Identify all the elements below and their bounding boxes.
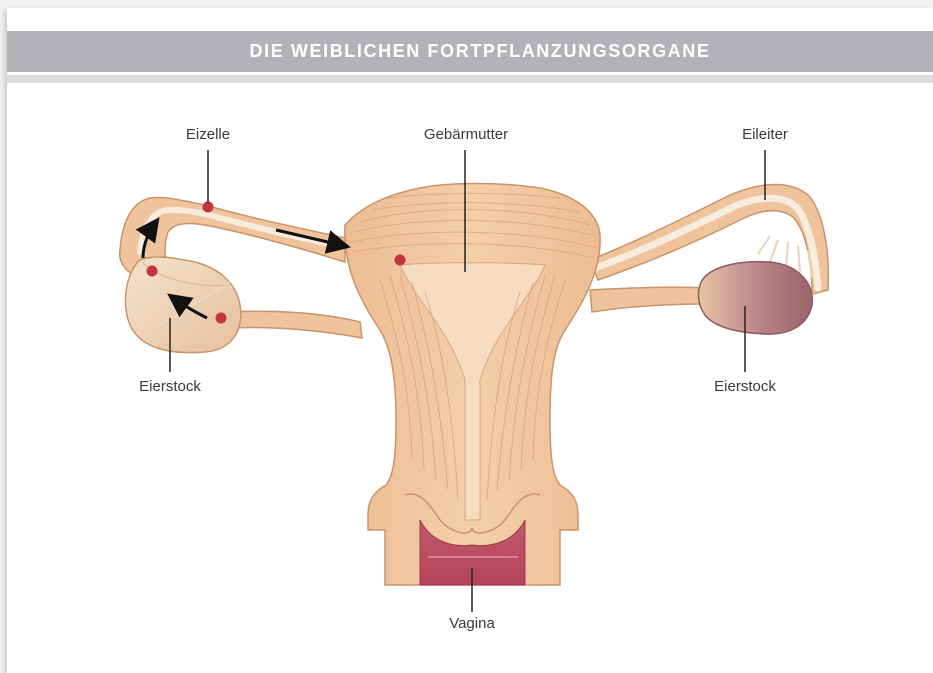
egg-cell-dot [395,255,406,266]
label-eierstock-right: Eierstock [714,378,776,395]
right-ovary [698,262,812,334]
label-eizelle: Eizelle [186,126,230,143]
left-ovarian-ligament [230,311,362,338]
egg-cell-dot [203,202,214,213]
label-eileiter: Eileiter [742,126,788,143]
right-ovarian-ligament [590,287,706,312]
egg-cell-dot [216,313,227,324]
label-eierstock-left: Eierstock [139,378,201,395]
uterus [345,184,600,586]
egg-cell-dot [147,266,158,277]
label-vagina: Vagina [449,615,495,632]
label-gebaermutter: Gebärmutter [424,126,508,143]
